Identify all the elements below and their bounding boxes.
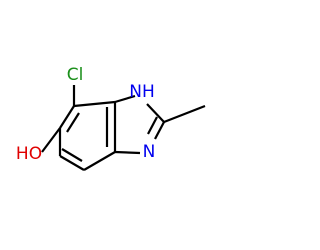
bond-n1-c2 <box>146 103 165 123</box>
bond-c2-methyl <box>163 104 206 124</box>
atom-label-ho: HO <box>16 144 42 164</box>
bond-c6-c7-double-outer <box>59 105 75 129</box>
atom-label-n: N <box>143 142 156 162</box>
bond-c6-c7-double-inner <box>66 112 80 133</box>
bond-c4-c5-double-outer <box>59 155 85 171</box>
atom-label-nh: NH <box>129 82 155 102</box>
bond-n3-c3a <box>114 150 141 155</box>
bond-c3a-c4 <box>83 151 116 171</box>
bond-c2-n3-double-inner <box>147 116 158 135</box>
bond-c4-c5-double-inner <box>61 148 83 162</box>
bond-c2-n3-double-outer <box>154 121 165 140</box>
bond-c7-c7a <box>73 100 116 108</box>
atom-label-cl: Cl <box>67 65 84 85</box>
benzimidazole-structure: Cl NH N HO <box>16 65 206 171</box>
bond-c7a-n1 <box>114 94 136 104</box>
bond-c6-o <box>41 127 61 153</box>
